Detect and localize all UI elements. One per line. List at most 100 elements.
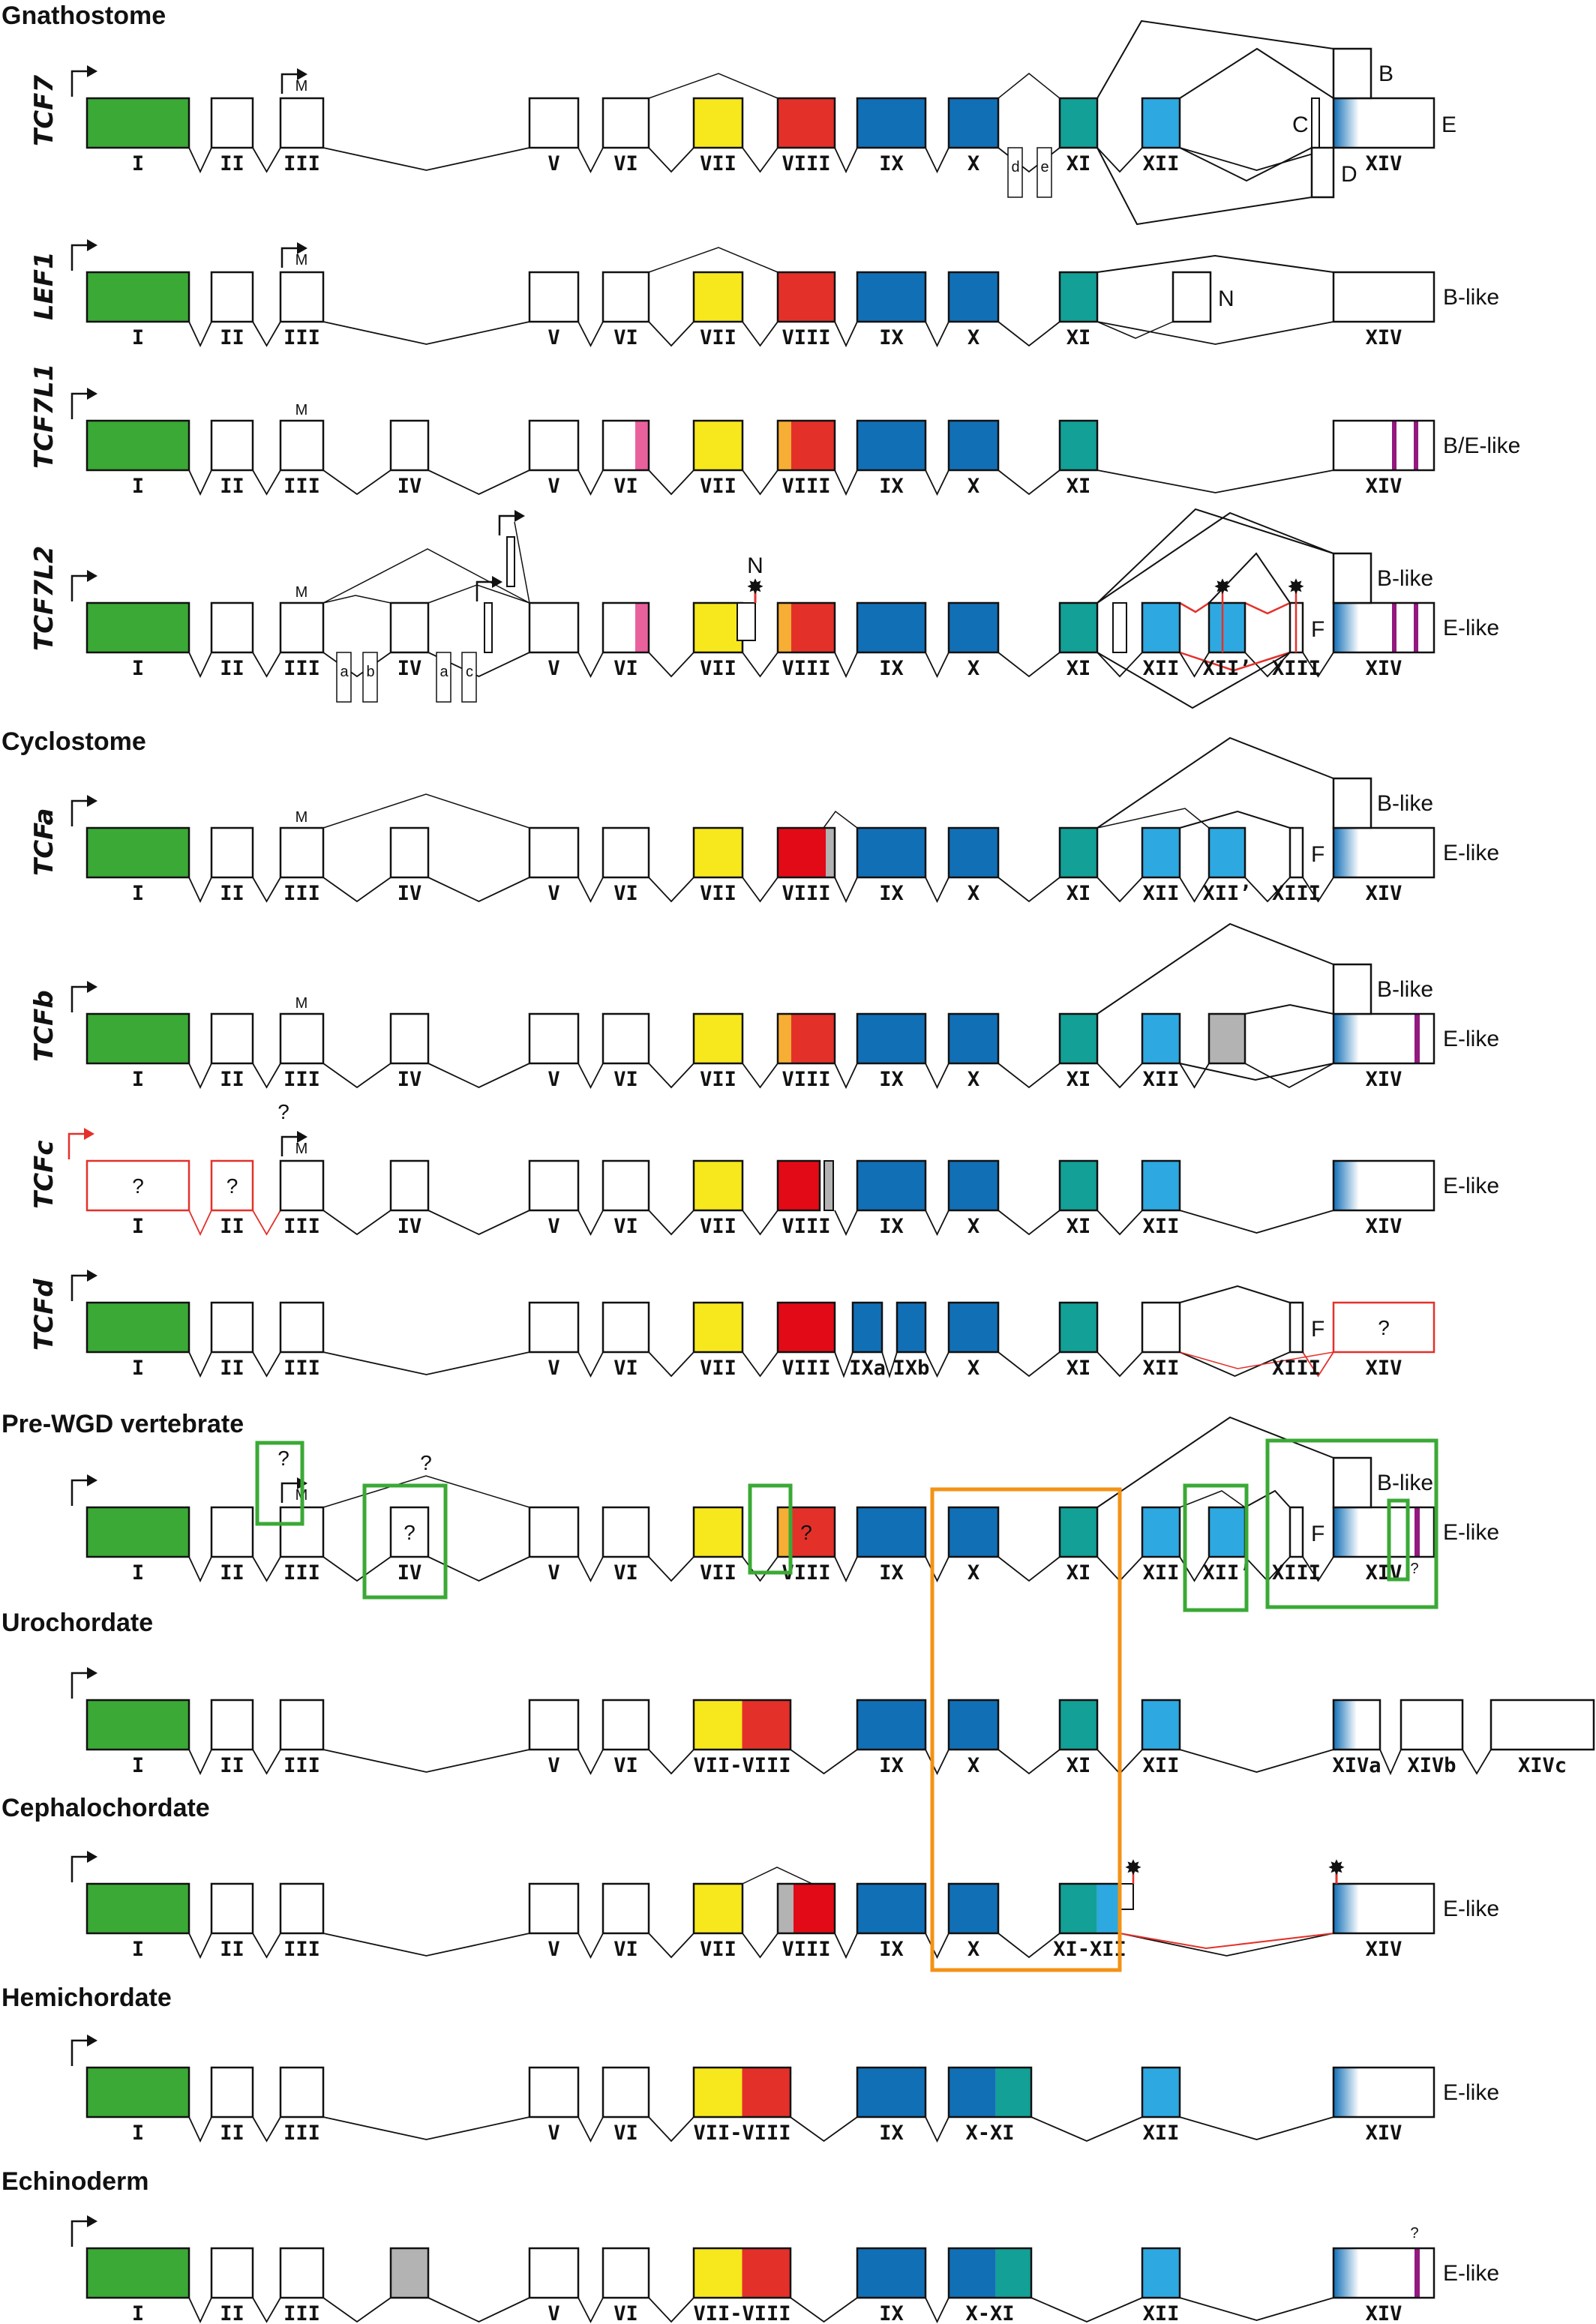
exon-label: XII [1143,882,1180,905]
purple-domain [1414,1014,1420,1063]
intron-line [1096,1063,1143,1089]
intron-line [322,1063,392,1089]
exon-outline [776,601,836,654]
stop-codon-icon: ✸ [1287,575,1304,598]
exon-xi [1058,1506,1099,1558]
exon-iii [279,1159,325,1212]
gene-label: TCFd [29,1279,59,1351]
exon-xi [1058,1301,1099,1354]
exon-outline [86,826,190,879]
intron-line [1179,147,1334,171]
intron-line [648,652,694,678]
exon-fill [280,603,323,652]
exon-label: XIII [1272,1561,1321,1585]
exon-outline [279,2066,325,2119]
exon-fill [1290,1507,1303,1557]
exon-fill [87,2248,189,2298]
exon-iv [389,2247,430,2299]
exon-fill [603,1014,649,1063]
exon-outline [856,2066,927,2119]
isoform-label: B/E-like [1443,433,1520,458]
gradient-domain [1334,1161,1384,1210]
exon-label: V [548,657,560,680]
intron-line [648,1556,694,1582]
exon-fill [694,2248,742,2298]
purple-domain [1414,421,1418,470]
exon-outline [602,97,650,149]
exon-v [528,2247,580,2299]
exon-outline [86,1301,190,1354]
promoter-question: ? [278,1447,290,1470]
exon-outline [210,1699,254,1751]
exon-label: XI [1066,1068,1091,1091]
exon-fill [1060,1161,1097,1210]
exon-label: XII [1143,1068,1180,1091]
splice-line-red [1244,601,1291,615]
isoform-label-e: E-like [1443,1027,1499,1051]
exon-outline [947,826,1000,879]
alt-start-exon [506,536,515,587]
splice-line [1096,922,1334,1015]
exon-fill [949,2248,996,2298]
exon-xii’ [1208,1506,1246,1558]
intron-line [925,1556,950,1583]
exon-outline [692,1012,744,1065]
exon-outline [1288,1506,1304,1558]
question-mark: ? [1410,2225,1418,2242]
exon-outline [776,271,836,323]
exon-fill [530,272,578,322]
intron-line [998,321,1060,347]
exon-label: VIII [782,152,830,175]
intron-line [322,1556,392,1582]
exon-fill [694,1507,742,1557]
exon-fill [87,1303,189,1352]
exon-outline [1058,826,1099,879]
mini-exon-label: d [1011,159,1019,175]
exon-fill [1491,1700,1594,1750]
exon-fill [391,1161,428,1210]
splice-line [1096,508,1334,604]
splice-line-red [1179,601,1210,613]
exon-outline [1400,1699,1464,1751]
highlight-box [1183,1483,1249,1612]
intron-line [1179,877,1210,903]
promoter-arrow-line [280,73,298,94]
exon-label: IV [398,657,422,680]
mini-exon-a [436,652,452,703]
intron-line [1244,652,1291,678]
exon-xiv [1332,1506,1436,1558]
exon-outline [86,1159,190,1212]
exon-x [947,601,1000,654]
exon-fill [857,272,926,322]
splice-line [1096,511,1334,604]
exon-label: V [548,1357,560,1380]
exon-xiv [1332,2066,1436,2119]
exon-outline [1058,97,1099,149]
exon-xii [1141,826,1181,879]
intron-line [925,2297,950,2324]
intron-line [188,652,212,679]
exon-outline [86,2066,190,2119]
intron-line [428,1063,530,1088]
exon-fill [1060,1014,1097,1063]
exon-xii [1141,2066,1181,2119]
purple-domain [1392,421,1396,470]
intron-line [790,1749,858,1775]
exon-outline [692,1301,744,1354]
exon-b [1332,552,1372,604]
exon-label: VI [614,1357,638,1380]
pink-domain [635,603,649,652]
exon-label: VII [700,882,736,905]
exon-b [1332,777,1372,829]
exon-label: IX [879,1215,904,1238]
exon-label: XIV [1366,475,1402,498]
exon-ix [856,1699,927,1751]
exon-label: II [220,2302,244,2324]
exon-outline [776,826,836,879]
exon-label: IX [879,657,904,680]
intron-line [322,652,392,678]
isoform-label-b: B [1378,61,1394,86]
isoform-label: E-like [1443,2080,1499,2105]
exon-vii [692,601,744,654]
isoform-label-e: E [1442,112,1456,137]
